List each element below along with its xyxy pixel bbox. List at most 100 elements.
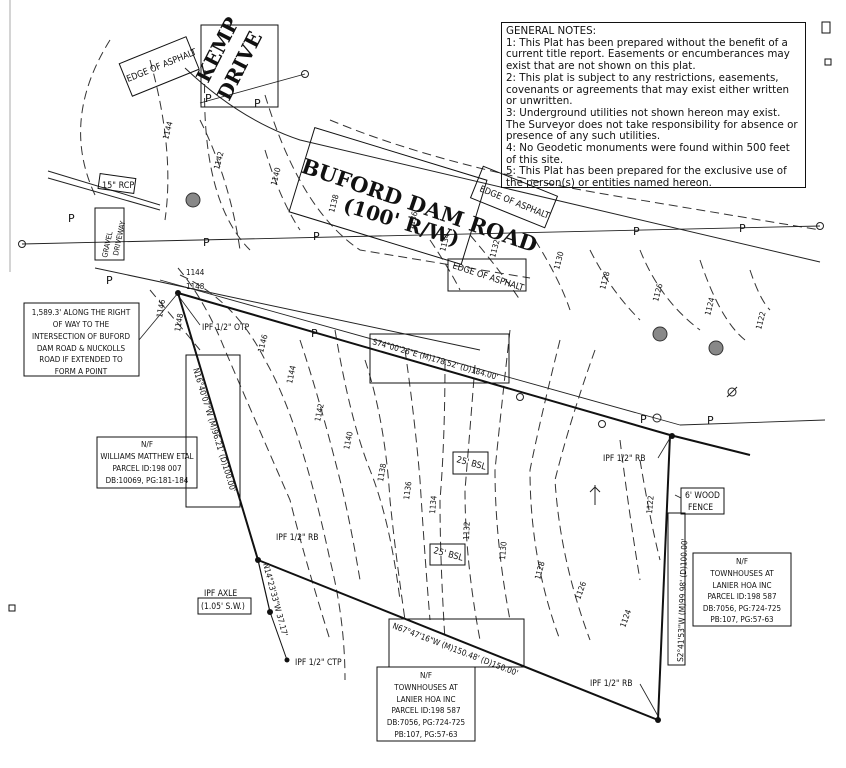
svg-text:1144: 1144	[186, 268, 205, 277]
utility-pole-icon	[652, 413, 662, 423]
power-line	[21, 225, 821, 245]
power-line-east	[679, 419, 826, 426]
edge-asphalt-label-1: EDGE OF ASPHALT	[118, 36, 200, 97]
ipf-ctp-label: IPF 1/2" CTP	[295, 658, 342, 668]
svg-text:S74°00'26"E (M)178.52' (D)184.: S74°00'26"E (M)178.52' (D)184.00'	[371, 336, 499, 382]
ipf-otp-label: IPF 1/2" OTP	[202, 323, 250, 333]
svg-text:1122: 1122	[645, 495, 656, 514]
svg-text:DAM ROAD & NUCKOLLS: DAM ROAD & NUCKOLLS	[37, 344, 126, 353]
general-note-4: 4: No Geodetic monuments were found with…	[506, 142, 790, 166]
ipf-rb-label-south: IPF 1/2" RB	[590, 679, 633, 689]
wood-fence-label: 6' WOOD FENCE	[674, 487, 725, 515]
svg-text:25' BSL: 25' BSL	[432, 546, 464, 564]
bsl-label-2: 25' BSL	[429, 543, 466, 566]
svg-text:P: P	[254, 97, 261, 110]
tree-symbol-icon	[589, 485, 601, 505]
svg-text:1128: 1128	[598, 270, 612, 290]
svg-text:P: P	[640, 413, 647, 426]
power-line-south	[159, 279, 681, 426]
svg-text:15" RCP: 15" RCP	[102, 181, 134, 191]
svg-text:N16°40'07"W (M)96.21' (D)100.0: N16°40'07"W (M)96.21' (D)100.00'	[191, 367, 238, 493]
bearing-west: N16°40'07"W (M)96.21' (D)100.00'	[185, 354, 241, 508]
utility-pole-icon	[598, 420, 606, 428]
owner-townhouses-south: N/F TOWNHOUSES AT LANIER HOA INC PARCEL …	[376, 666, 476, 742]
general-notes: GENERAL NOTES: 1: This Plat has been pre…	[501, 22, 806, 189]
tree-icon	[708, 340, 724, 356]
svg-text:LANIER HOA INC: LANIER HOA INC	[396, 695, 455, 704]
svg-text:1138: 1138	[376, 462, 388, 482]
svg-text:WILLIAMS MATTHEW ETAL: WILLIAMS MATTHEW ETAL	[100, 452, 193, 461]
ipf-axle-label: IPF AXLE (1.05' S.W.)	[197, 589, 252, 615]
tree-icon	[652, 326, 668, 342]
asphalt-edge-line	[264, 94, 531, 279]
buford-north-row-line	[184, 67, 821, 263]
svg-text:1146: 1146	[256, 333, 270, 353]
svg-text:N/F: N/F	[141, 440, 153, 449]
svg-text:DRIVEWAY: DRIVEWAY	[111, 219, 127, 256]
svg-text:1130: 1130	[498, 541, 509, 560]
ipf-rb-label-east: IPF 1/2" RB	[603, 454, 646, 464]
svg-text:N67°47'16"W (M)150.48' (D)150.: N67°47'16"W (M)150.48' (D)150.00'	[391, 621, 519, 678]
owner-townhouses-east: N/F TOWNHOUSES AT LANIER HOA INC PARCEL …	[692, 552, 792, 627]
svg-text:1138: 1138	[327, 193, 341, 213]
sheet-mark	[824, 58, 832, 66]
contour-lines	[149, 59, 771, 681]
bearing-short: N14°23'33"W 37.17'	[261, 562, 290, 637]
rcp-label: 15" RCP	[97, 172, 137, 194]
kemp-edge-line-east	[204, 69, 251, 251]
svg-text:P: P	[68, 212, 75, 225]
svg-text:IPF AXLE: IPF AXLE	[204, 589, 237, 599]
svg-text:P: P	[203, 236, 210, 249]
svg-text:6' WOOD: 6' WOOD	[685, 491, 720, 501]
utility-pole-icon	[816, 222, 824, 230]
svg-text:1122: 1122	[754, 310, 767, 330]
pole-markers: P P P P P P P P P P P	[68, 92, 746, 427]
svg-text:P: P	[739, 222, 746, 235]
sheet-mark	[821, 21, 831, 34]
svg-text:1124: 1124	[703, 296, 717, 316]
svg-text:1128: 1128	[533, 560, 547, 580]
bsl-label-1: 25' BSL	[452, 451, 489, 475]
bearing-south: N67°47'16"W (M)150.48' (D)150.00'	[388, 618, 525, 678]
svg-text:N/F: N/F	[736, 557, 748, 566]
svg-text:1144: 1144	[285, 364, 298, 384]
power-line-kemp	[199, 73, 306, 104]
buford-south-row-line	[94, 267, 481, 351]
sheet-mark	[8, 604, 16, 612]
svg-text:EDGE OF ASPHALT: EDGE OF ASPHALT	[125, 48, 198, 85]
svg-text:1148: 1148	[173, 312, 185, 332]
general-note-1: 1: This Plat has been prepared without t…	[506, 36, 790, 73]
svg-text:P: P	[313, 230, 320, 243]
general-notes-title: GENERAL NOTES:	[506, 25, 597, 37]
tree-icon	[185, 192, 201, 208]
svg-text:1136: 1136	[402, 480, 414, 500]
svg-text:P: P	[106, 274, 113, 287]
utility-pole-icon	[301, 70, 309, 78]
svg-text:1142: 1142	[212, 150, 225, 170]
svg-text:LANIER HOA INC: LANIER HOA INC	[712, 581, 771, 590]
svg-text:(1.05' S.W.): (1.05' S.W.)	[201, 602, 245, 612]
utility-pole-icon	[18, 240, 26, 248]
svg-text:S2°41'53"W (M)99.98' (D)100.00: S2°41'53"W (M)99.98' (D)100.00'	[675, 538, 689, 662]
culvert-pipe-top	[47, 170, 161, 206]
svg-text:PB:107, PG:57-63: PB:107, PG:57-63	[710, 615, 773, 624]
owner-williams: N/F WILLIAMS MATTHEW ETAL PARCEL ID:198 …	[96, 436, 198, 489]
svg-text:PARCEL ID:198 007: PARCEL ID:198 007	[112, 464, 181, 473]
svg-text:DB:7056, PG:724-725: DB:7056, PG:724-725	[703, 604, 781, 613]
svg-text:FENCE: FENCE	[688, 503, 713, 513]
hydrant-icon	[726, 386, 738, 398]
svg-text:EDGE OF ASPHALT: EDGE OF ASPHALT	[451, 261, 525, 293]
svg-text:1140: 1140	[342, 430, 355, 450]
svg-text:TOWNHOUSES AT: TOWNHOUSES AT	[709, 569, 774, 578]
property-boundary	[175, 290, 751, 723]
svg-text:P: P	[633, 225, 640, 238]
svg-text:OF WAY TO THE: OF WAY TO THE	[53, 320, 110, 329]
svg-text:ROAD IF EXTENDED TO: ROAD IF EXTENDED TO	[39, 355, 123, 364]
svg-text:1130: 1130	[552, 250, 566, 270]
gravel-driveway-label: GRAVEL DRIVEWAY	[94, 207, 127, 261]
svg-text:N/F: N/F	[420, 671, 432, 680]
svg-text:1126: 1126	[573, 580, 588, 601]
svg-text:1148: 1148	[186, 282, 205, 291]
svg-text:PARCEL ID:198 587: PARCEL ID:198 587	[707, 592, 776, 601]
